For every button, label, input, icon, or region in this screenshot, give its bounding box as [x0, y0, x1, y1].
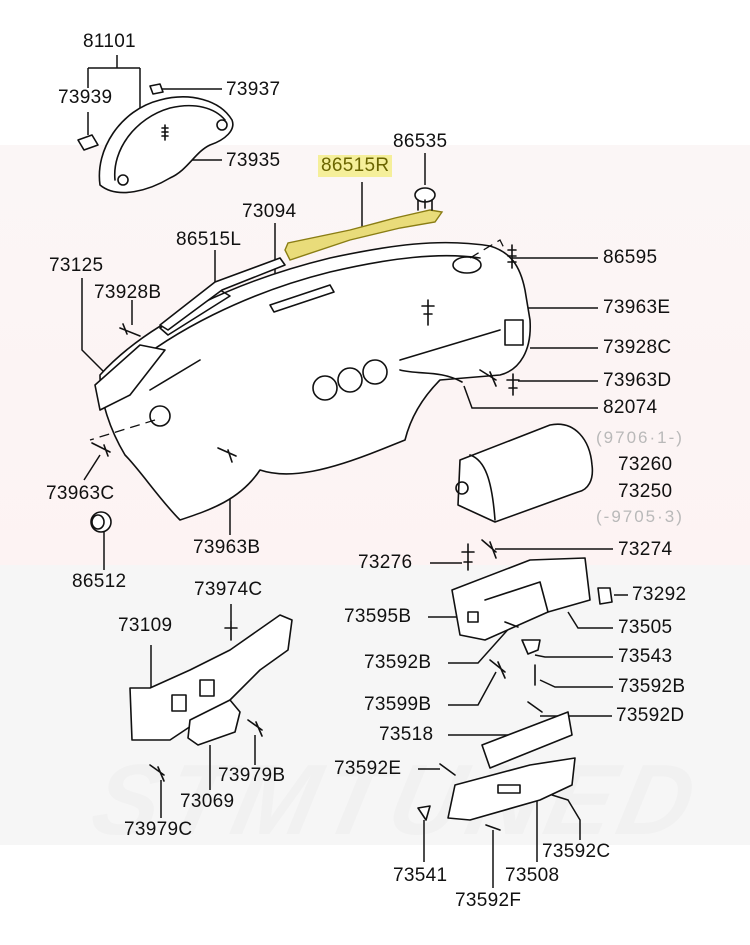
bolt-73974C — [224, 621, 238, 641]
part-label-73963C[interactable]: 73963C — [46, 483, 115, 504]
part-label-73109[interactable]: 73109 — [118, 615, 173, 636]
glovebox-door-73508 — [447, 757, 576, 821]
part-label-73543[interactable]: 73543 — [618, 646, 673, 667]
part-label-73276[interactable]: 73276 — [358, 552, 413, 573]
part-label-73069[interactable]: 73069 — [180, 791, 235, 812]
part-label-73274[interactable]: 73274 — [618, 539, 673, 560]
glovebox-housing-73505 — [451, 557, 591, 641]
leader-73505 — [567, 611, 613, 629]
nut-73937 — [149, 83, 164, 95]
leader-73599B — [448, 671, 497, 706]
bumper-73541 — [417, 805, 431, 821]
part-label-73963B[interactable]: 73963B — [193, 537, 261, 558]
screw-73592D — [527, 701, 543, 713]
part-label-73979B[interactable]: 73979B — [218, 765, 286, 786]
leader-73125 — [81, 278, 111, 379]
part-label-86512[interactable]: 86512 — [72, 571, 127, 592]
part-label-82074[interactable]: 82074 — [603, 397, 658, 418]
bolt-73963D — [506, 373, 520, 396]
knob-86512 — [90, 511, 112, 533]
leader-73592B-left — [448, 624, 513, 664]
part-label-73260[interactable]: 73260 — [618, 454, 673, 475]
bolt-73276 — [461, 543, 475, 571]
clip-73292 — [597, 587, 613, 605]
screw-73592B-left — [504, 621, 519, 628]
leader-73592B-right — [539, 679, 613, 688]
part-label-86595[interactable]: 86595 — [603, 247, 658, 268]
airbag-module — [457, 423, 594, 523]
lower-panel-73109 — [129, 614, 293, 741]
part-label-73928B[interactable]: 73928B — [94, 282, 162, 303]
switch-panel-73069 — [187, 699, 241, 746]
part-label-73963D[interactable]: 73963D — [603, 370, 672, 391]
clip-73939 — [77, 134, 99, 151]
bolt-73979B — [247, 719, 263, 737]
bracket-73125 — [94, 344, 166, 411]
dashboard-panel-part — [89, 239, 531, 521]
screw-73592E — [439, 763, 456, 776]
part-label-86515R[interactable]: 86515R — [318, 155, 393, 177]
bolt-73963C — [91, 442, 111, 457]
defroster-grille-86515R — [284, 209, 444, 261]
part-label-73508[interactable]: 73508 — [505, 865, 560, 886]
bolt-73963E — [421, 299, 435, 326]
date-note-from: (9706·1-) — [596, 428, 684, 447]
part-label-86535[interactable]: 86535 — [393, 131, 448, 152]
leader-82074 — [463, 385, 598, 409]
part-label-73505[interactable]: 73505 — [618, 617, 673, 638]
screw-73592C — [551, 794, 569, 801]
leader-73963C — [83, 454, 101, 481]
stopper-73595B — [467, 611, 479, 623]
screw-73592F — [485, 824, 501, 831]
bolt-73599B — [489, 659, 506, 679]
part-label-73094[interactable]: 73094 — [242, 201, 297, 222]
bolt-73928C — [479, 369, 497, 387]
part-label-73592B-right[interactable]: 73592B — [618, 676, 686, 697]
part-label-73592B-left[interactable]: 73592B — [364, 652, 432, 673]
bolt-73274 — [481, 539, 497, 559]
leader-73592C — [567, 799, 581, 840]
meter-hood-part — [98, 96, 234, 194]
glovebox-striker-73518 — [481, 711, 573, 769]
part-label-73979C[interactable]: 73979C — [124, 819, 193, 840]
bolt-73979C — [149, 764, 165, 782]
background-band — [0, 565, 750, 845]
date-note-until: (-9705·3) — [596, 507, 684, 526]
part-label-73592C[interactable]: 73592C — [542, 841, 611, 862]
defroster-grille-86515L — [159, 257, 286, 331]
part-label-73963E[interactable]: 73963E — [603, 297, 671, 318]
leader-73543 — [534, 654, 613, 658]
part-label-73250[interactable]: 73250 — [618, 481, 673, 502]
part-label-73125[interactable]: 73125 — [49, 255, 104, 276]
part-label-73541[interactable]: 73541 — [393, 865, 448, 886]
part-label-73939[interactable]: 73939 — [58, 87, 113, 108]
clip-86535 — [414, 187, 436, 211]
part-label-73592E[interactable]: 73592E — [334, 758, 402, 779]
part-label-73595B[interactable]: 73595B — [344, 606, 412, 627]
leader-81101 — [87, 55, 141, 118]
part-label-73928C[interactable]: 73928C — [603, 337, 672, 358]
screw-86595 — [507, 244, 517, 269]
part-label-73937[interactable]: 73937 — [226, 79, 281, 100]
harness-82074 — [399, 369, 463, 383]
bracket-73543 — [521, 639, 541, 655]
screw-73928B — [119, 323, 141, 337]
screw-73935 — [161, 124, 169, 141]
part-label-86515L[interactable]: 86515L — [176, 229, 242, 250]
part-label-73292[interactable]: 73292 — [632, 584, 687, 605]
part-label-73935[interactable]: 73935 — [226, 150, 281, 171]
part-label-73974C[interactable]: 73974C — [194, 579, 263, 600]
part-label-73592F[interactable]: 73592F — [455, 890, 522, 911]
part-label-81101[interactable]: 81101 — [83, 31, 136, 52]
part-label-73599B[interactable]: 73599B — [364, 694, 432, 715]
part-label-73592D[interactable]: 73592D — [616, 705, 685, 726]
part-label-73518[interactable]: 73518 — [379, 724, 434, 745]
bolt-73963B — [217, 447, 237, 463]
